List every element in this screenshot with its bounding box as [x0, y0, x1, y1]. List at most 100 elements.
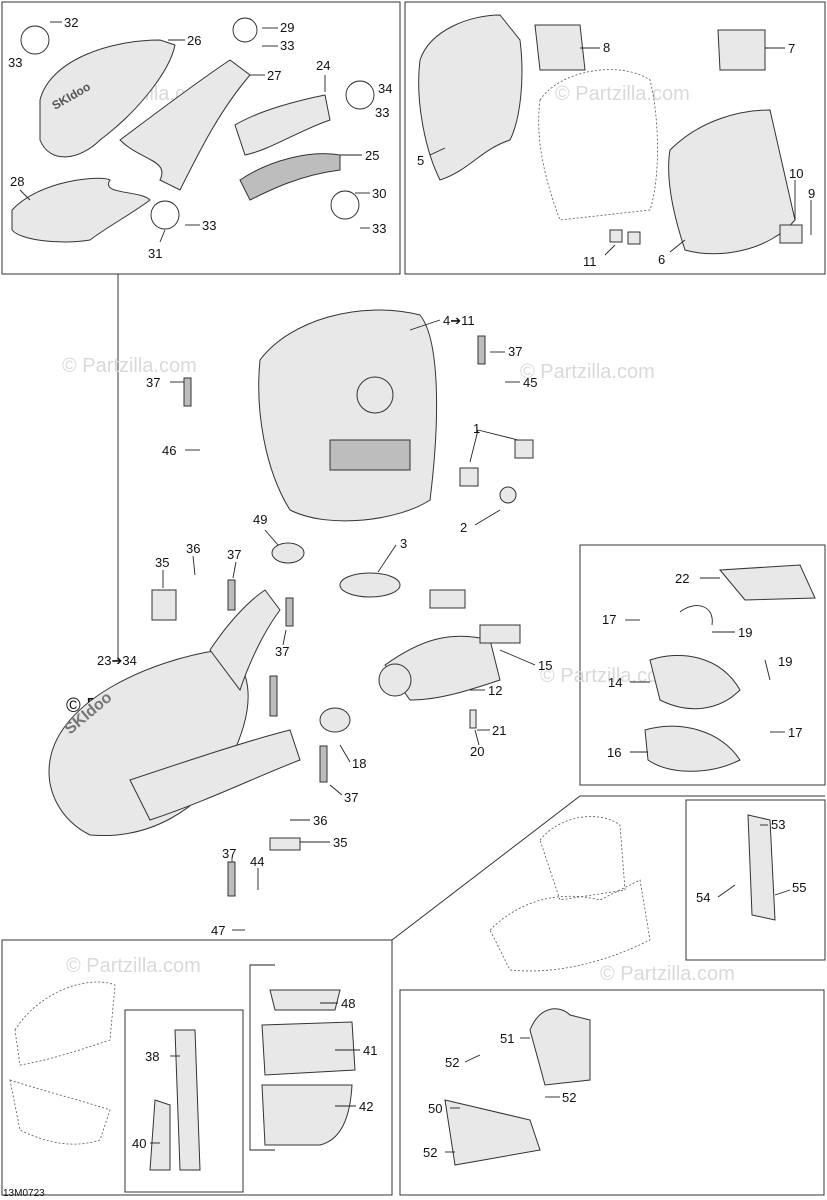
bracket-35	[151, 589, 177, 621]
callout-14: 14	[608, 675, 622, 690]
gasket-15	[479, 624, 521, 644]
assembled-view	[489, 879, 651, 972]
callout-7: 7	[788, 41, 795, 56]
callout-40: 40	[132, 1136, 146, 1151]
y-manifold-12	[384, 635, 501, 701]
callout-30: 30	[372, 186, 386, 201]
callout-35: 35	[333, 835, 347, 850]
callout-5: 5	[417, 153, 424, 168]
heat-shield-25	[239, 153, 341, 201]
muffler-inlet	[356, 376, 394, 414]
callout-22: 22	[675, 571, 689, 586]
callout-38: 38	[145, 1049, 159, 1064]
spring-37	[227, 579, 236, 611]
bumper-11b	[627, 231, 641, 245]
heat-shield-22	[718, 564, 816, 601]
clamp-34	[345, 80, 375, 110]
callout-52: 52	[562, 1090, 576, 1105]
callout-37: 37	[344, 790, 358, 805]
callout-53: 53	[771, 817, 785, 832]
panel-right-small	[685, 799, 826, 961]
gasket-15b	[429, 589, 466, 609]
callout-45: 45	[523, 375, 537, 390]
pipe-section-24	[234, 94, 331, 156]
tuned-pipe-part-26: SKIdoo	[39, 39, 176, 158]
insulator-48	[269, 989, 341, 1011]
callout-4-11: 4➔11	[443, 313, 475, 328]
callout-19: 19	[778, 654, 792, 669]
drawing-code: 13M0723	[3, 1188, 45, 1199]
callout-31: 31	[148, 246, 162, 261]
bracket-10	[779, 224, 803, 244]
spring-37	[285, 597, 294, 627]
callout-32: 32	[64, 15, 78, 30]
callout-48: 48	[341, 996, 355, 1011]
callout-37: 37	[508, 344, 522, 359]
ring-49	[271, 542, 305, 564]
shield-53	[747, 814, 776, 921]
heat-shield-assembly	[14, 981, 116, 1066]
callout-17: 17	[602, 612, 616, 627]
ring-18	[319, 707, 351, 733]
callout-33: 33	[8, 55, 22, 70]
callout-28: 28	[10, 174, 24, 189]
callout-18: 18	[352, 756, 366, 771]
callout-51: 51	[500, 1031, 514, 1046]
watermark: © Partzilla.com	[66, 955, 201, 977]
bracket-50	[444, 1099, 541, 1166]
muffler-cover-6	[668, 109, 796, 255]
callout-10: 10	[789, 166, 803, 181]
sub-box-38-40	[124, 1009, 244, 1193]
watermark: © Partzilla.com	[540, 665, 675, 687]
callout-19: 19	[738, 625, 752, 640]
insulator-42	[261, 1084, 353, 1146]
bolt-20	[469, 709, 477, 729]
callout-49: 49	[253, 512, 267, 527]
callout-24: 24	[316, 58, 330, 73]
callout-46: 46	[162, 443, 176, 458]
spring-37	[183, 377, 192, 407]
grommet-2	[499, 486, 517, 504]
grommet-1	[459, 467, 479, 487]
leader-lines	[19, 21, 812, 1153]
callout-6: 6	[658, 252, 665, 267]
pipe-section-27	[119, 59, 251, 191]
shield-51	[529, 1008, 591, 1086]
callout-37: 37	[227, 547, 241, 562]
pipe-elbow-main	[209, 589, 281, 692]
callout-11: 11	[583, 254, 597, 269]
callout-55: 55	[792, 880, 806, 895]
watermark: © Partzilla.com	[520, 361, 655, 383]
shield-16	[644, 725, 741, 772]
callout-27: 27	[267, 68, 281, 83]
callout-3: 3	[400, 536, 407, 551]
callout-33: 33	[202, 218, 216, 233]
callout-42: 42	[359, 1099, 373, 1114]
callout-29: 29	[280, 20, 294, 35]
insulator-41	[261, 1021, 356, 1076]
callout-37: 37	[275, 644, 289, 659]
panel-top-left	[1, 1, 401, 275]
assembled-muffler	[539, 816, 626, 901]
panel-bottom-left	[1, 939, 393, 1196]
shield-14	[649, 654, 741, 710]
callout-44: 44	[250, 854, 264, 869]
callout-20: 20	[470, 744, 484, 759]
gasket-8	[534, 24, 586, 71]
callout-37: 37	[222, 846, 236, 861]
callout-36: 36	[313, 813, 327, 828]
panel-bottom-outline	[391, 795, 825, 941]
callout-34: 34	[378, 81, 392, 96]
clamp-32	[20, 25, 50, 55]
seal-3	[339, 572, 401, 598]
pipe-midpipe	[129, 729, 301, 821]
callout-33: 33	[280, 38, 294, 53]
callout-33: 33	[372, 221, 386, 236]
watermark: © Partzilla.com	[555, 83, 690, 105]
manifold-outlet	[378, 663, 412, 697]
callout-26: 26	[187, 33, 201, 48]
spring-37	[477, 335, 486, 365]
watermark: © Partzilla.com	[600, 963, 735, 985]
callout-41: 41	[363, 1043, 377, 1058]
callout-23-34: 23➔34	[97, 653, 137, 668]
